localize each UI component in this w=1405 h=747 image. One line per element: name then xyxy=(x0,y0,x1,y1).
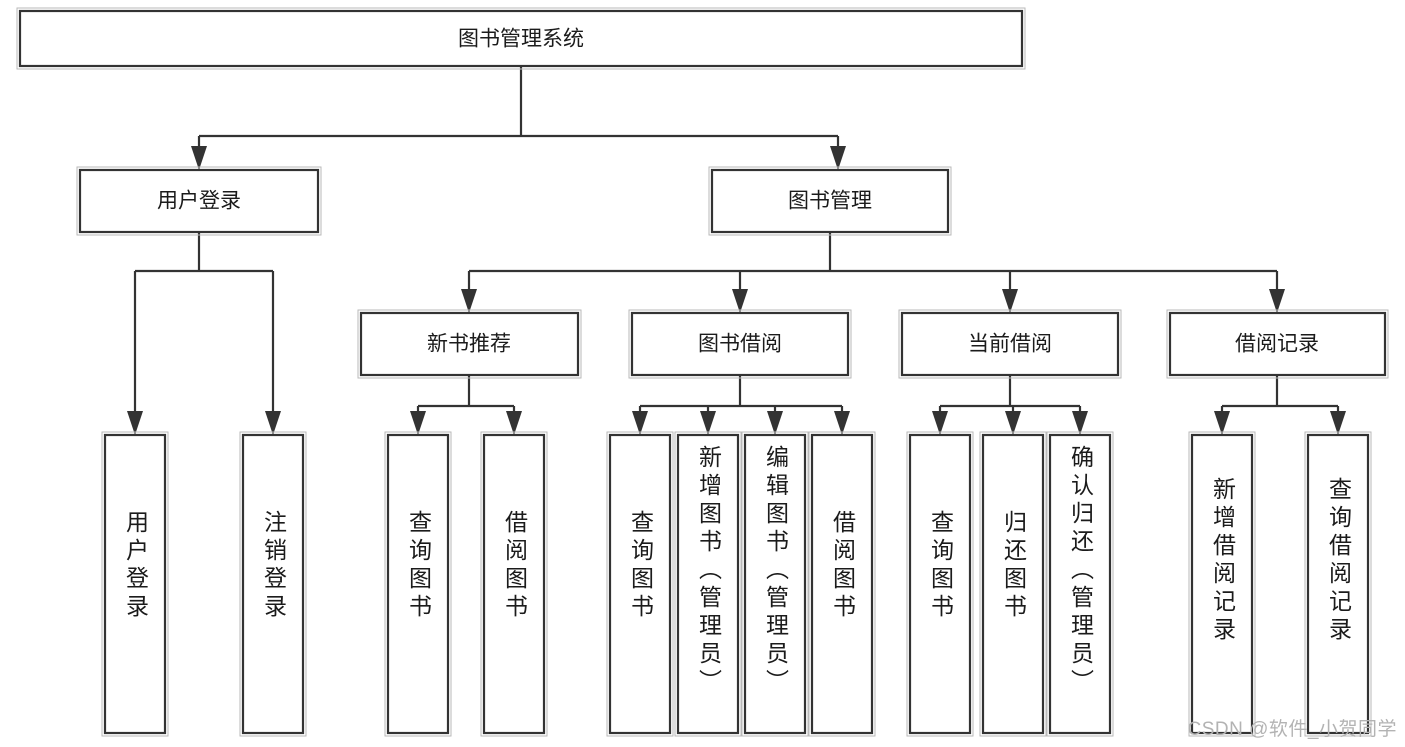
csdn-watermark: CSDN @软件_小贺同学 xyxy=(1187,719,1397,740)
arrow-to-leaf-borrow-book-rec xyxy=(506,411,522,435)
node-current-borrow[interactable]: 当前借阅 xyxy=(898,309,1122,379)
arrow-to-leaf-query-book-cur xyxy=(932,411,948,435)
node-leaf-query-book-borrow-shadow xyxy=(606,431,674,737)
arrow-to-leaf-add-borrow-record xyxy=(1214,411,1230,435)
node-leaf-add-borrow-record-rect xyxy=(1190,433,1254,735)
node-borrow-record-rect xyxy=(1168,311,1387,377)
node-leaf-user-login[interactable] xyxy=(101,431,169,737)
node-borrow-record[interactable]: 借阅记录 xyxy=(1166,309,1389,379)
node-leaf-borrow-book[interactable] xyxy=(808,431,876,737)
arrow-to-borrow-record xyxy=(1269,289,1285,313)
node-root-shadow xyxy=(16,7,1026,70)
node-leaf-return-book-shadow xyxy=(979,431,1047,737)
node-leaf-add-book-admin[interactable] xyxy=(674,431,742,737)
node-leaf-add-book-admin-shadow xyxy=(674,431,742,737)
node-leaf-edit-book-admin-shadow xyxy=(741,431,809,737)
node-user-login[interactable]: 用户登录 xyxy=(76,166,322,236)
arrow-to-user-login xyxy=(191,146,207,170)
node-book-borrow[interactable]: 图书借阅 xyxy=(628,309,852,379)
arrow-to-book-management xyxy=(830,146,846,170)
connector-root-to-bus xyxy=(197,66,840,155)
arrow-to-leaf-return-book xyxy=(1005,411,1021,435)
node-leaf-query-borrow-record[interactable] xyxy=(1304,431,1372,737)
node-leaf-confirm-return-admin[interactable] xyxy=(1046,431,1114,737)
arrow-to-leaf-user-logout xyxy=(265,411,281,435)
connector-book-borrow-bus xyxy=(638,375,844,420)
arrow-to-book-borrow xyxy=(732,289,748,313)
node-leaf-edit-book-admin[interactable] xyxy=(741,431,809,737)
node-book-borrow-label: 图书借阅 xyxy=(698,333,782,356)
node-book-borrow-shadow xyxy=(628,309,852,379)
node-user-login-label: 用户登录 xyxy=(157,190,241,213)
node-leaf-confirm-return-admin-shadow xyxy=(1046,431,1114,737)
node-book-management-rect xyxy=(710,168,950,234)
arrow-to-leaf-borrow-book xyxy=(834,411,850,435)
connector-borrow-record-bus xyxy=(1220,375,1340,420)
node-leaf-user-login-shadow xyxy=(101,431,169,737)
node-leaf-query-book-rec-shadow xyxy=(384,431,452,737)
node-new-book-recommend-shadow xyxy=(357,309,582,379)
node-leaf-user-login-rect xyxy=(103,433,167,735)
node-book-management-label: 图书管理 xyxy=(788,190,872,213)
leaf-rect-layer xyxy=(101,431,1372,737)
node-leaf-query-borrow-record-shadow xyxy=(1304,431,1372,737)
node-leaf-confirm-return-admin-rect xyxy=(1048,433,1112,735)
node-book-borrow-rect xyxy=(630,311,850,377)
connector-book-management-bus xyxy=(467,232,1279,298)
connector-user-login-bus xyxy=(133,232,275,420)
connector-layer xyxy=(127,66,1346,435)
arrow-to-leaf-query-borrow-record xyxy=(1330,411,1346,435)
node-book-management-shadow xyxy=(708,166,952,236)
node-leaf-add-book-admin-rect xyxy=(676,433,740,735)
node-new-book-recommend-rect xyxy=(359,311,580,377)
node-user-login-shadow xyxy=(76,166,322,236)
node-leaf-query-book-borrow-rect xyxy=(608,433,672,735)
node-borrow-record-label: 借阅记录 xyxy=(1235,333,1319,356)
node-leaf-borrow-book-rec-shadow xyxy=(480,431,548,737)
node-current-borrow-label: 当前借阅 xyxy=(968,333,1052,356)
node-book-management[interactable]: 图书管理 xyxy=(708,166,952,236)
arrow-to-leaf-confirm-return-admin xyxy=(1072,411,1088,435)
node-current-borrow-shadow xyxy=(898,309,1122,379)
node-current-borrow-rect xyxy=(900,311,1120,377)
node-leaf-return-book[interactable] xyxy=(979,431,1047,737)
node-root-label: 图书管理系统 xyxy=(458,28,584,51)
arrow-to-new-book-recommend xyxy=(461,289,477,313)
node-user-login-rect xyxy=(78,168,320,234)
arrow-to-leaf-query-book-rec xyxy=(410,411,426,435)
node-leaf-user-logout[interactable] xyxy=(239,431,307,737)
arrow-to-leaf-edit-book-admin xyxy=(767,411,783,435)
connector-new-book-recommend-bus xyxy=(416,375,516,420)
node-leaf-query-book-cur-rect xyxy=(908,433,972,735)
node-borrow-record-shadow xyxy=(1166,309,1389,379)
node-leaf-query-book-cur-shadow xyxy=(906,431,974,737)
node-leaf-borrow-book-rec-rect xyxy=(482,433,546,735)
node-leaf-query-book-rec-rect xyxy=(386,433,450,735)
node-root-rect xyxy=(18,9,1024,68)
node-root[interactable]: 图书管理系统 xyxy=(16,7,1026,70)
node-leaf-edit-book-admin-rect xyxy=(743,433,807,735)
arrow-to-current-borrow xyxy=(1002,289,1018,313)
node-leaf-query-book-rec[interactable] xyxy=(384,431,452,737)
node-leaf-borrow-book-shadow xyxy=(808,431,876,737)
node-leaf-borrow-book-rect xyxy=(810,433,874,735)
node-leaf-query-book-cur[interactable] xyxy=(906,431,974,737)
node-leaf-borrow-book-rec[interactable] xyxy=(480,431,548,737)
arrow-to-leaf-add-book-admin xyxy=(700,411,716,435)
node-leaf-user-logout-rect xyxy=(241,433,305,735)
node-leaf-add-borrow-record-shadow xyxy=(1188,431,1256,737)
node-leaf-return-book-rect xyxy=(981,433,1045,735)
node-new-book-recommend[interactable]: 新书推荐 xyxy=(357,309,582,379)
arrow-to-leaf-user-login xyxy=(127,411,143,435)
arrow-to-leaf-query-book-borrow xyxy=(632,411,648,435)
node-leaf-user-logout-shadow xyxy=(239,431,307,737)
node-leaf-query-book-borrow[interactable] xyxy=(606,431,674,737)
node-leaf-add-borrow-record[interactable] xyxy=(1188,431,1256,737)
node-new-book-recommend-label: 新书推荐 xyxy=(427,333,511,356)
node-leaf-query-borrow-record-rect xyxy=(1306,433,1370,735)
